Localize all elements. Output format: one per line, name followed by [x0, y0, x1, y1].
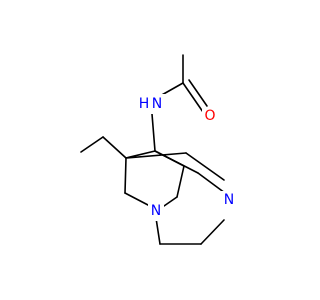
bridgehead-nitrogen-bottom: N: [148, 203, 164, 221]
carbonyl-o-label: O: [204, 108, 215, 124]
carbonyl-oxygen: O: [202, 107, 218, 125]
bond-amide-n-c: [151, 113, 156, 152]
bond-quaternary-ch2-down: [124, 157, 127, 194]
bond-ch2-n-bottom: [124, 192, 149, 206]
bond-ethyl-ch2-quaternary: [102, 136, 127, 159]
bridgehead-nitrogen-right: N: [221, 191, 237, 209]
bond-ch-lower-n-bottom: [163, 196, 178, 207]
bond-carbonyl-oxygen: [182, 82, 204, 113]
amide-h-label: H: [139, 96, 150, 112]
amide-nitrogen: H N: [139, 94, 170, 114]
bridgehead-n-bottom-label: N: [151, 203, 161, 219]
bond-n-bottom-ch2: [155, 217, 161, 245]
bond-ch2-n-right: [200, 219, 225, 245]
bond-ch2-upper-n-right: [185, 152, 225, 181]
bond-carbonyl-oxygen-double: [188, 79, 208, 107]
molecule-structure: H N O N N: [80, 54, 237, 245]
bond-quaternary-ch2-upper: [125, 152, 187, 159]
bond-carbonyl-amide-n: [159, 82, 184, 97]
bond-ethyl-ch3-ch2: [80, 136, 104, 153]
bridgehead-n-right-label: N: [224, 192, 234, 208]
bond-ch2-ch-lower: [176, 165, 185, 198]
bonds: [80, 54, 226, 245]
amide-n-label: N: [152, 96, 162, 112]
bond-ch2-back-n-right: [197, 172, 226, 194]
atom-labels: H N O N N: [139, 94, 237, 221]
